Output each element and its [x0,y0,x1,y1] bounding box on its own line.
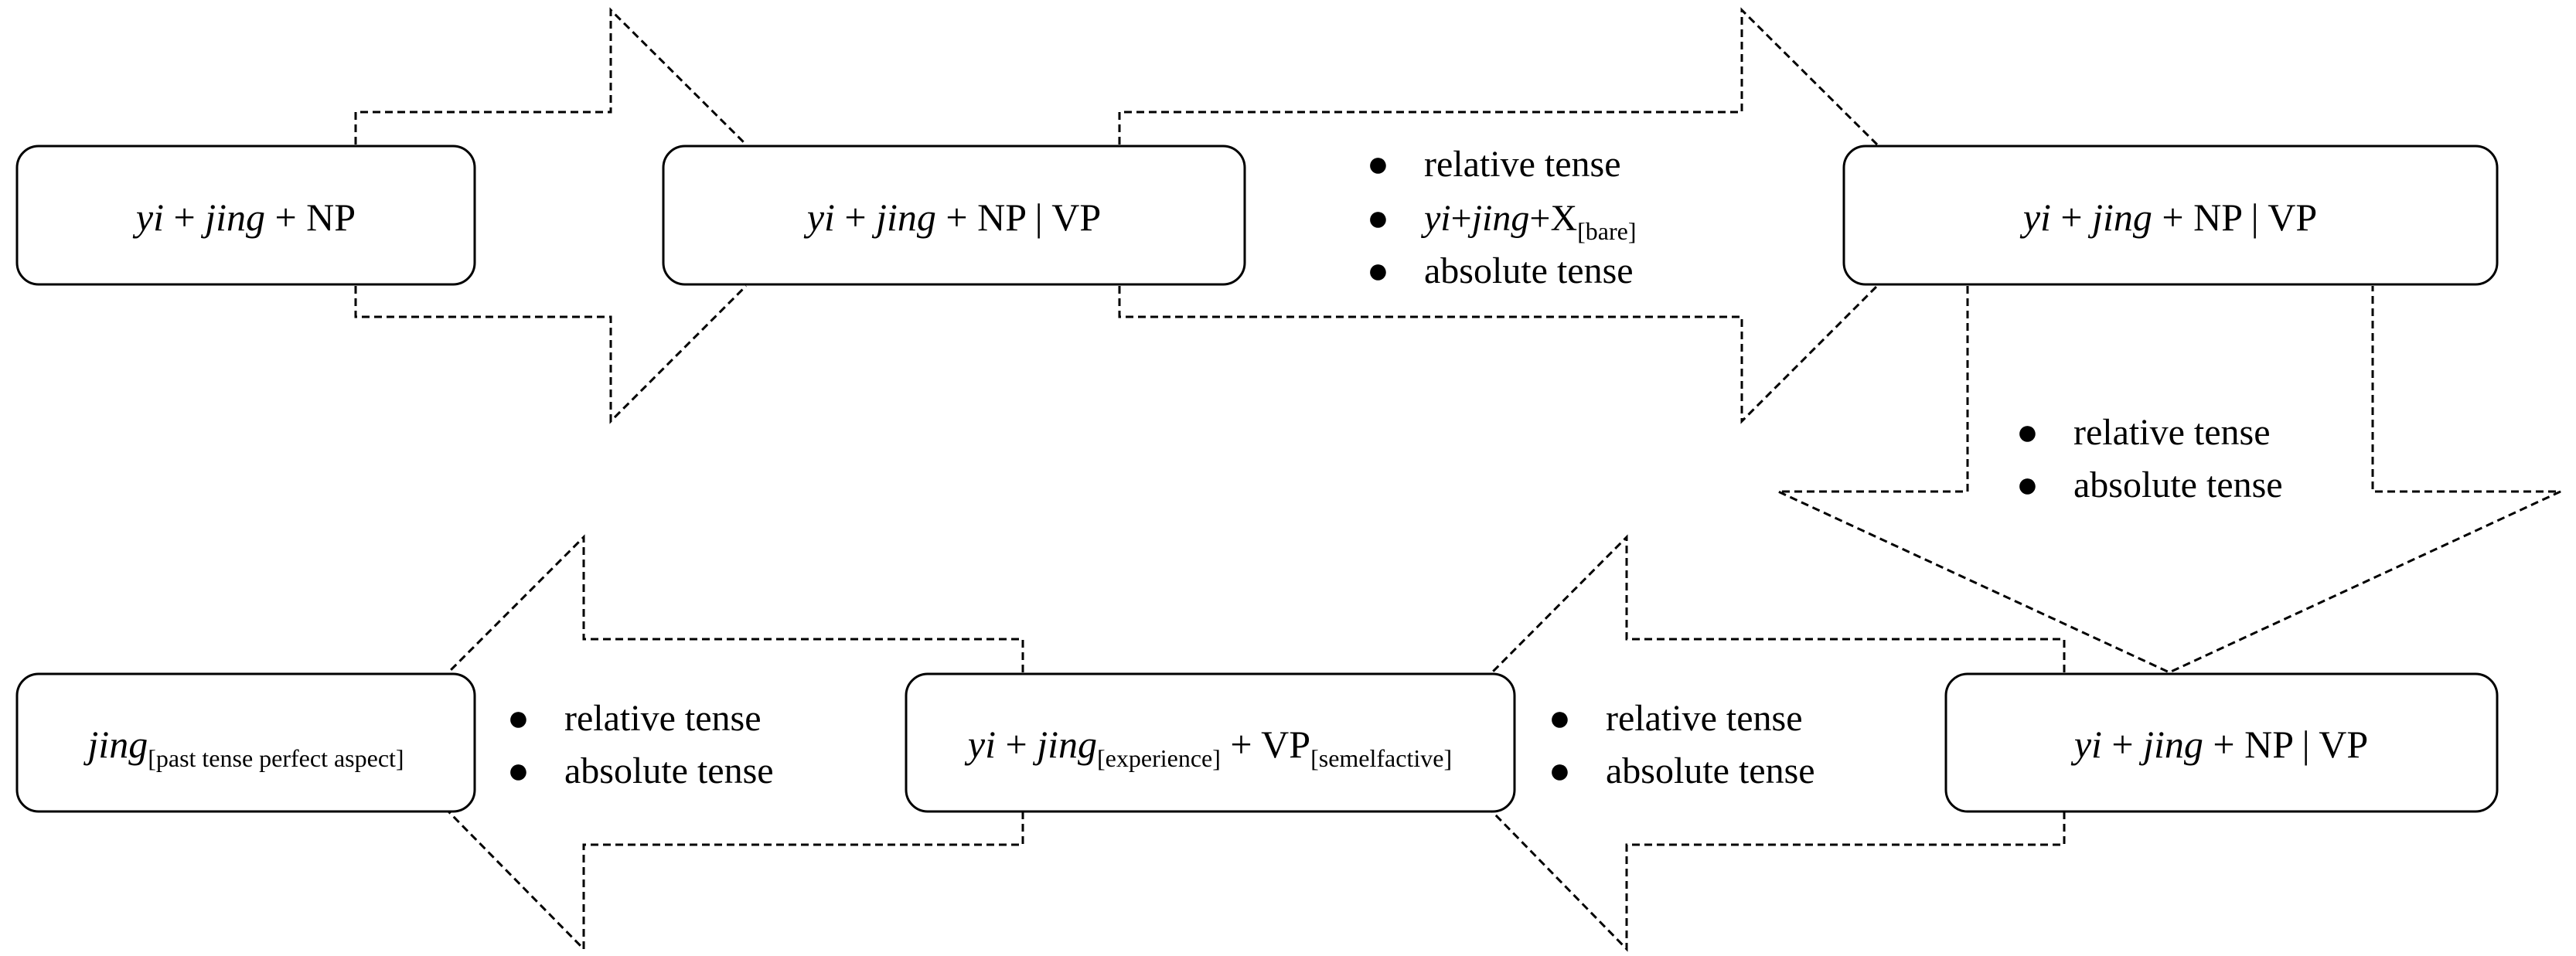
bullet-icon: ● [1549,698,1571,739]
bullet-icon: ● [507,698,530,739]
bullet-item: absolute tense [1424,250,1634,291]
box-jing-past-tense-perfect-aspect: jing[past tense perfect aspect] [15,672,476,813]
bullet-item: relative tense [564,698,762,739]
box-label: yi + jing + NP | VP [803,196,1101,239]
bullet-icon: ● [2016,464,2039,505]
bullet-icon: ● [1367,250,1389,291]
box-yi-jing-np-vp-3: yi + jing + NP | VP [1944,672,2499,813]
bullet-item: relative tense [1606,698,1803,739]
bullet-list-bottom-right: ● relative tense ● absolute tense [1549,698,1815,791]
box-label: yi + jing + NP | VP [2019,196,2317,239]
bullet-icon: ● [1549,750,1571,791]
arrow-left-1 [1491,534,2066,952]
box-yi-jing-np-vp-2: yi + jing + NP | VP [1842,145,2499,286]
bullet-list-down-arrow: ● relative tense ● absolute tense [2016,412,2283,505]
bullet-item: absolute tense [2073,464,2283,505]
box-label: yi + jing + NP [132,196,356,239]
bullet-icon: ● [1367,198,1389,239]
bullet-icon: ● [2016,412,2039,453]
bullet-item: absolute tense [564,750,774,791]
box-yi-jing-np: yi + jing + NP [15,145,476,286]
bullet-icon: ● [507,750,530,791]
box-label: yi + jing[experience] + VP[semelfactive] [964,723,1452,772]
bullet-item: relative tense [1424,144,1621,185]
arrow-right-1 [354,7,748,424]
bullet-item: yi+jing+X[bare] [1420,198,1637,245]
box-yi-jing-np-vp-1: yi + jing + NP | VP [662,145,1246,286]
bullet-item: absolute tense [1606,750,1815,791]
box-yi-jing-experience-vp-semelfactive: yi + jing[experience] + VP[semelfactive] [905,672,1516,813]
box-label: yi + jing + NP | VP [2070,723,2368,766]
box-label: jing[past tense perfect aspect] [83,723,404,772]
bullet-list-bottom-left: ● relative tense ● absolute tense [507,698,774,791]
arrow-left-2 [447,534,1024,952]
arrow-right-2 [1118,7,1879,424]
bullet-list-top-middle: ● relative tense ● yi+jing+X[bare] ● abs… [1367,144,1637,291]
bullet-icon: ● [1367,144,1389,185]
arrow-down [1777,286,2561,674]
bullet-item: relative tense [2073,412,2271,453]
